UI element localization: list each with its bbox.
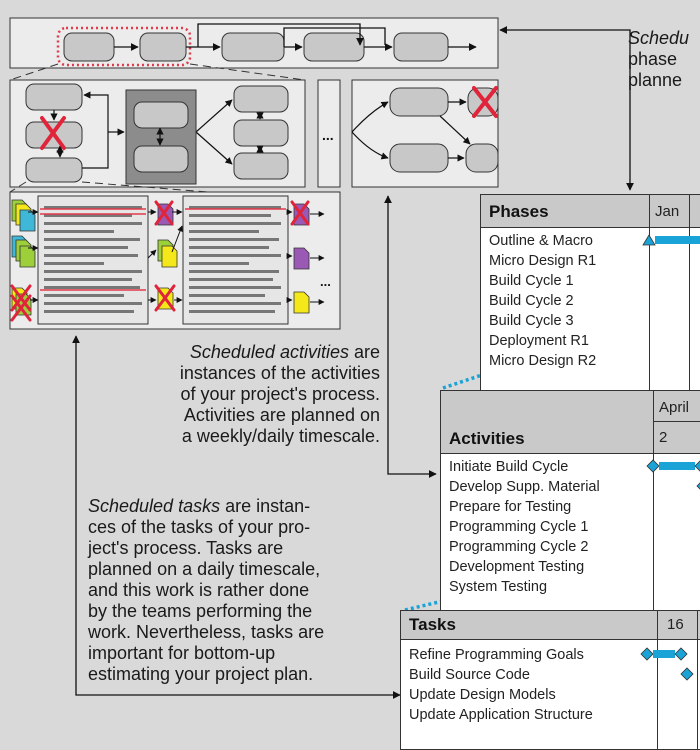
gantt-bar <box>642 234 700 246</box>
activities-header <box>441 391 700 454</box>
list-item: Programming Cycle 1 <box>449 519 589 535</box>
tasks-title: Tasks <box>409 615 456 634</box>
phases-panel: Phases Jan Outline & Macro Micro Design … <box>480 194 700 394</box>
list-item: System Testing <box>449 579 548 595</box>
text-lines <box>44 206 281 313</box>
scheduled-phases-caption: Schedu phase planne <box>628 28 690 90</box>
list-item: Initiate Build Cycle <box>449 459 569 475</box>
svg-text:...: ... <box>320 274 331 289</box>
week-label: 2 <box>659 429 668 446</box>
list-item: Micro Design R2 <box>489 353 597 369</box>
list-item: Update Application Structure <box>409 707 593 723</box>
ellipsis: ... <box>322 127 334 143</box>
activities-title: Activities <box>449 429 525 448</box>
list-item: Micro Design R1 <box>489 253 597 269</box>
list-item: Build Cycle 1 <box>489 273 574 289</box>
activities-panel: Activities April 2 Initiate Build Cycle … <box>440 390 700 612</box>
month-label: Jan <box>655 203 680 220</box>
scheduled-tasks-caption: Scheduled tasks are instan- ces of the t… <box>88 496 325 684</box>
cancelled-x-icon <box>10 200 310 322</box>
struck-lines <box>40 208 286 291</box>
phases-header <box>481 195 700 228</box>
list-item: Deployment R1 <box>489 333 589 349</box>
list-item: Build Cycle 3 <box>489 313 574 329</box>
phase-node <box>303 32 365 62</box>
list-item: Programming Cycle 2 <box>449 539 589 555</box>
scheduled-activities-caption: Scheduled activities are instances of th… <box>179 342 380 446</box>
ellipsis-box <box>317 79 341 188</box>
phase-node <box>139 32 187 62</box>
phase-node <box>63 32 115 62</box>
list-item: Update Design Models <box>409 687 556 703</box>
list-item: Build Cycle 2 <box>489 293 574 309</box>
list-item: Outline & Macro <box>489 233 593 249</box>
month-label: April <box>659 399 690 416</box>
list-item: Build Source Code <box>409 667 530 683</box>
day-label: 16 <box>667 616 684 633</box>
gantt-bar <box>646 459 700 490</box>
tasks-panel: Tasks 16 Refine Programming Goals Build … <box>400 610 700 750</box>
phases-title: Phases <box>489 202 549 221</box>
cancelled-x-icon <box>40 116 66 150</box>
list-item: Prepare for Testing <box>449 499 572 515</box>
cancelled-x-icon <box>472 86 498 118</box>
selected-phase-highlight <box>56 26 192 67</box>
list-item: Refine Programming Goals <box>409 647 584 663</box>
list-item: Development Testing <box>449 559 585 575</box>
phase-node <box>393 32 449 62</box>
gantt-bar <box>640 647 694 681</box>
phase-node <box>221 32 285 62</box>
tasks-header <box>401 611 700 640</box>
list-item: Develop Supp. Material <box>449 479 600 495</box>
